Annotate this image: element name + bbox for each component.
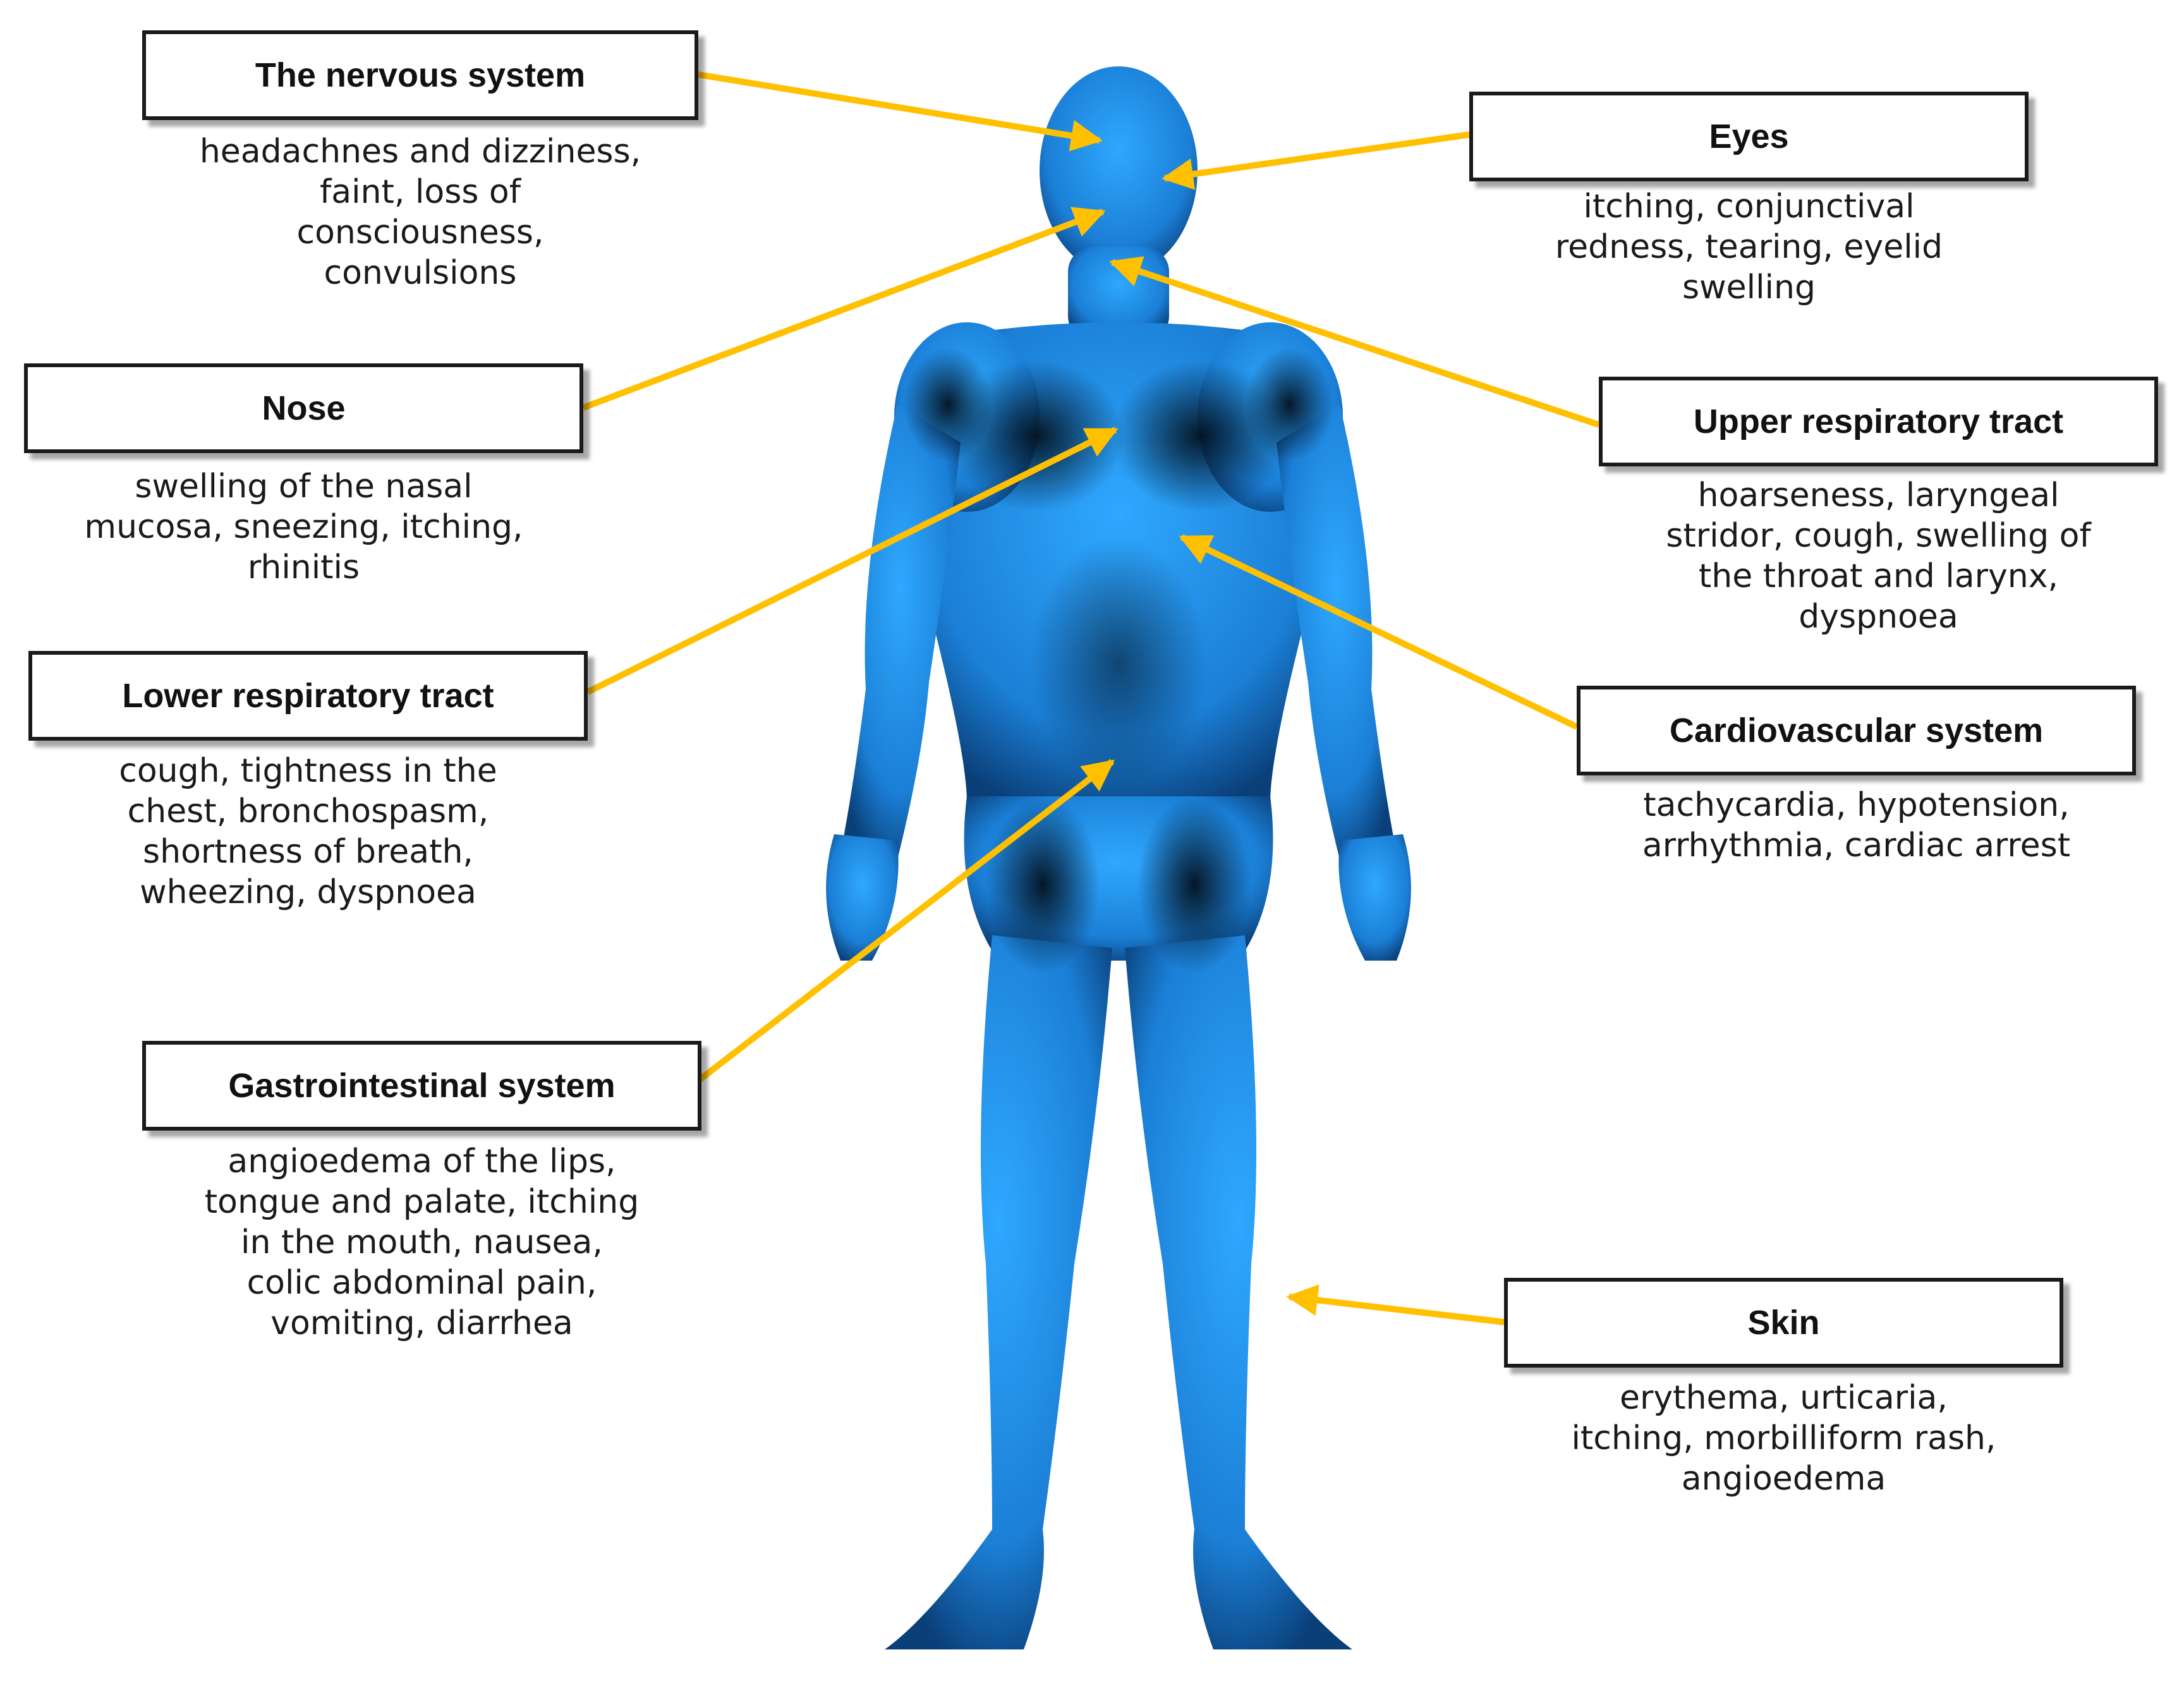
desc-line: rhinitis bbox=[247, 549, 360, 586]
desc-cardiovascular: tachycardia, hypotension, arrhythmia, ca… bbox=[1577, 785, 2136, 866]
desc-line: consciousness, bbox=[296, 214, 544, 252]
arrow-lower-respiratory bbox=[586, 427, 1119, 695]
desc-line: wheezing, dyspnoea bbox=[140, 873, 476, 911]
desc-line: angioedema bbox=[1681, 1460, 1886, 1498]
label-cardiovascular: Cardiovascular system bbox=[1577, 686, 2136, 775]
desc-upper-respiratory: hoarseness, laryngeal stridor, cough, sw… bbox=[1599, 475, 2158, 637]
desc-line: stridor, cough, swelling of bbox=[1666, 517, 2091, 555]
desc-nose: swelling of the nasal mucosa, sneezing, … bbox=[24, 466, 583, 588]
label-nose: Nose bbox=[24, 363, 583, 453]
desc-line: in the mouth, nausea, bbox=[241, 1223, 603, 1261]
label-upper-respiratory: Upper respiratory tract bbox=[1599, 377, 2158, 466]
arrow-eyes bbox=[1162, 131, 1470, 190]
desc-line: swelling of the nasal bbox=[135, 468, 473, 506]
arrow-upper-respiratory bbox=[1109, 256, 1600, 428]
desc-line: erythema, urticaria, bbox=[1620, 1379, 1948, 1417]
label-eyes: Eyes bbox=[1469, 92, 2029, 181]
desc-line: mucosa, sneezing, itching, bbox=[84, 508, 523, 546]
desc-line: swelling bbox=[1682, 269, 1816, 307]
desc-line: arrhythmia, cardiac arrest bbox=[1642, 827, 2071, 865]
desc-line: vomiting, diarrhea bbox=[270, 1304, 573, 1342]
arrow-nervous-system bbox=[698, 71, 1103, 152]
body-shading bbox=[904, 348, 1333, 973]
desc-line: dyspnoea bbox=[1799, 598, 1958, 636]
label-gastrointestinal: Gastrointestinal system bbox=[142, 1041, 701, 1131]
desc-line: chest, bronchospasm, bbox=[127, 792, 489, 830]
label-skin: Skin bbox=[1504, 1278, 2063, 1368]
label-lower-respiratory: Lower respiratory tract bbox=[28, 651, 588, 741]
desc-line: shortness of breath, bbox=[143, 833, 473, 871]
arrow-nose bbox=[582, 207, 1106, 411]
desc-skin: erythema, urticaria, itching, morbillifo… bbox=[1504, 1378, 2063, 1499]
desc-line: itching, conjunctival bbox=[1583, 188, 1915, 226]
desc-line: itching, morbilliform rash, bbox=[1571, 1419, 1996, 1457]
label-nervous-system: The nervous system bbox=[142, 30, 698, 120]
desc-line: faint, loss of bbox=[319, 173, 521, 211]
arrow-skin bbox=[1286, 1284, 1505, 1325]
desc-line: redness, tearing, eyelid bbox=[1555, 228, 1943, 266]
arrow-gastrointestinal bbox=[696, 759, 1115, 1083]
desc-line: colic abdominal pain, bbox=[246, 1264, 597, 1302]
human-figure bbox=[826, 66, 1411, 1649]
desc-line: tongue and palate, itching bbox=[204, 1183, 640, 1221]
arrow-cardiovascular bbox=[1179, 534, 1579, 730]
desc-gastrointestinal: angioedema of the lips, tongue and palat… bbox=[142, 1141, 701, 1344]
desc-line: convulsions bbox=[324, 254, 517, 292]
desc-line: hoarseness, laryngeal bbox=[1697, 477, 2060, 514]
desc-line: tachycardia, hypotension, bbox=[1643, 786, 2070, 824]
desc-nervous-system: headachnes and dizziness, faint, loss of… bbox=[142, 131, 698, 293]
desc-eyes: itching, conjunctival redness, tearing, … bbox=[1469, 186, 2029, 308]
arrows bbox=[582, 71, 1600, 1325]
desc-line: the throat and larynx, bbox=[1698, 557, 2059, 595]
desc-line: cough, tightness in the bbox=[119, 752, 497, 790]
desc-lower-respiratory: cough, tightness in the chest, bronchosp… bbox=[28, 751, 588, 913]
desc-line: angioedema of the lips, bbox=[228, 1143, 616, 1181]
desc-line: headachnes and dizziness, bbox=[199, 133, 641, 171]
